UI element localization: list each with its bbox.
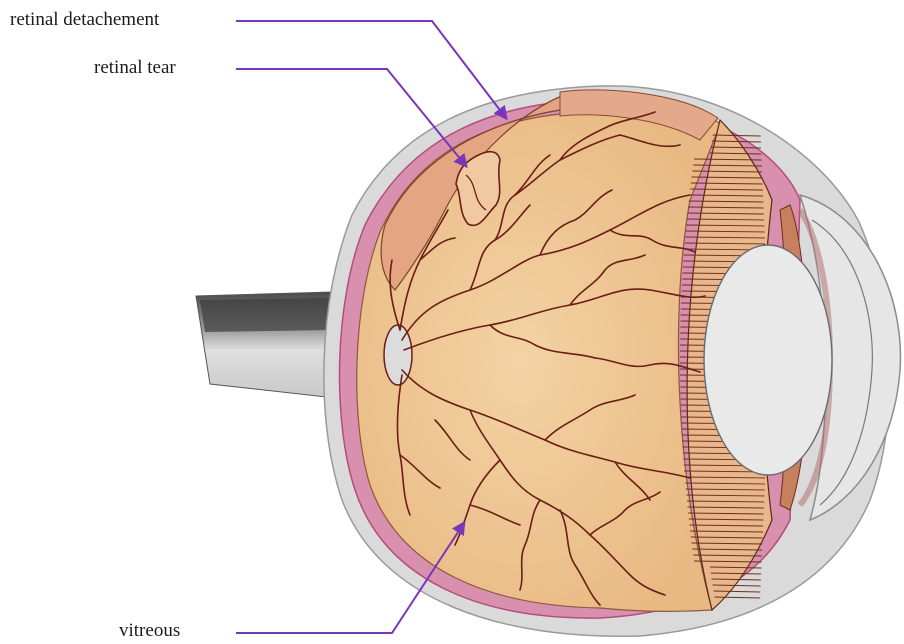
lens (704, 245, 832, 475)
label-retinal-tear: retinal tear (94, 57, 176, 79)
label-vitreous: vitreous (119, 620, 180, 642)
label-retinal-detachment: retinal detachement (10, 9, 159, 31)
optic-nerve (196, 292, 335, 398)
